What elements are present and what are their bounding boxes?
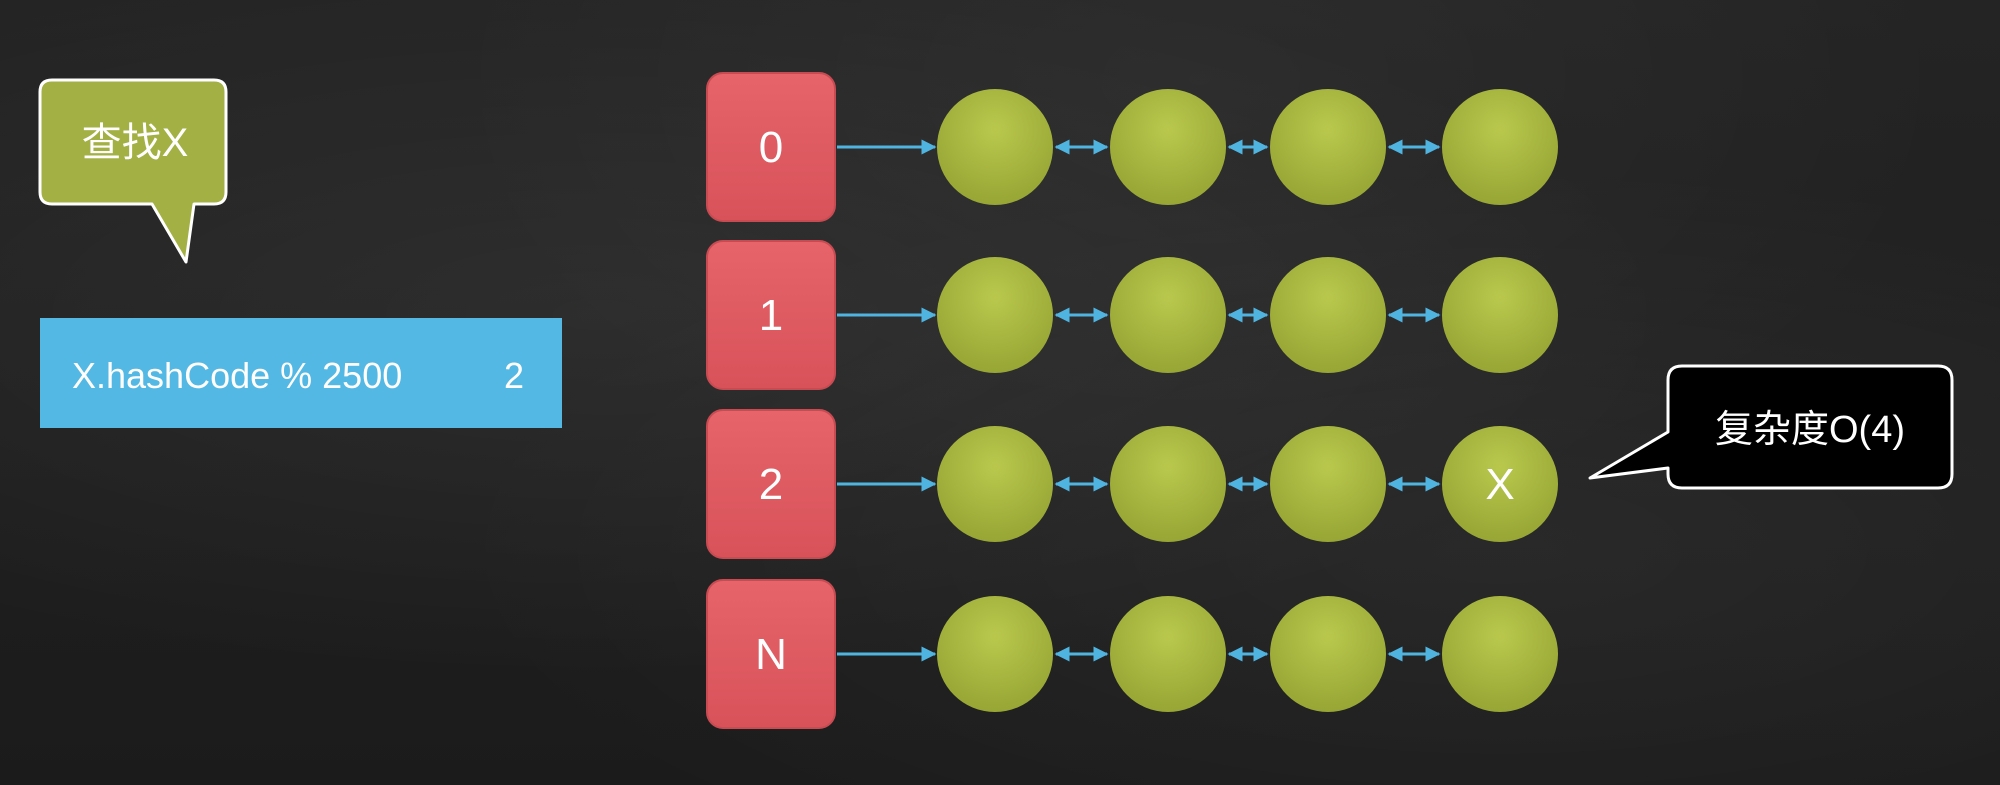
list-node (1270, 426, 1386, 542)
search-callout-label: 查找X (82, 121, 189, 165)
bucket-row: 1 (706, 240, 1558, 390)
bucket-label: N (755, 630, 787, 679)
list-node (1110, 596, 1226, 712)
search-callout: 查找X (38, 78, 228, 264)
bucket-box (706, 409, 836, 559)
list-node (937, 426, 1053, 542)
list-node (1270, 89, 1386, 205)
complexity-callout-label: 复杂度O(4) (1715, 409, 1905, 451)
target-node-label: X (1485, 460, 1514, 509)
list-node (1442, 257, 1558, 373)
list-node (1442, 89, 1558, 205)
list-node (1442, 596, 1558, 712)
complexity-callout-bubble (1588, 364, 1954, 490)
list-node (937, 596, 1053, 712)
bucket-label: 2 (759, 460, 783, 509)
list-node (1270, 596, 1386, 712)
bucket-label: 0 (759, 123, 783, 172)
search-callout-bubble (38, 78, 228, 264)
complexity-callout: 复杂度O(4) (1588, 364, 1954, 490)
bucket-label: 1 (759, 291, 783, 340)
list-node (1110, 89, 1226, 205)
list-node (937, 257, 1053, 373)
bucket-box (706, 579, 836, 729)
bucket-row: N (706, 579, 1558, 729)
list-node (1110, 257, 1226, 373)
bucket-box (706, 240, 836, 390)
list-node (1110, 426, 1226, 542)
bucket-row: 0 (706, 72, 1558, 222)
hash-expression-bar: X.hashCode % 2500 2 (40, 318, 562, 428)
hash-expression-background (40, 318, 562, 428)
list-node (937, 89, 1053, 205)
target-node (1442, 426, 1558, 542)
hash-expression-text: X.hashCode % 2500 (72, 355, 402, 396)
hash-result-text: 2 (504, 355, 524, 396)
bucket-box (706, 72, 836, 222)
list-node (1270, 257, 1386, 373)
